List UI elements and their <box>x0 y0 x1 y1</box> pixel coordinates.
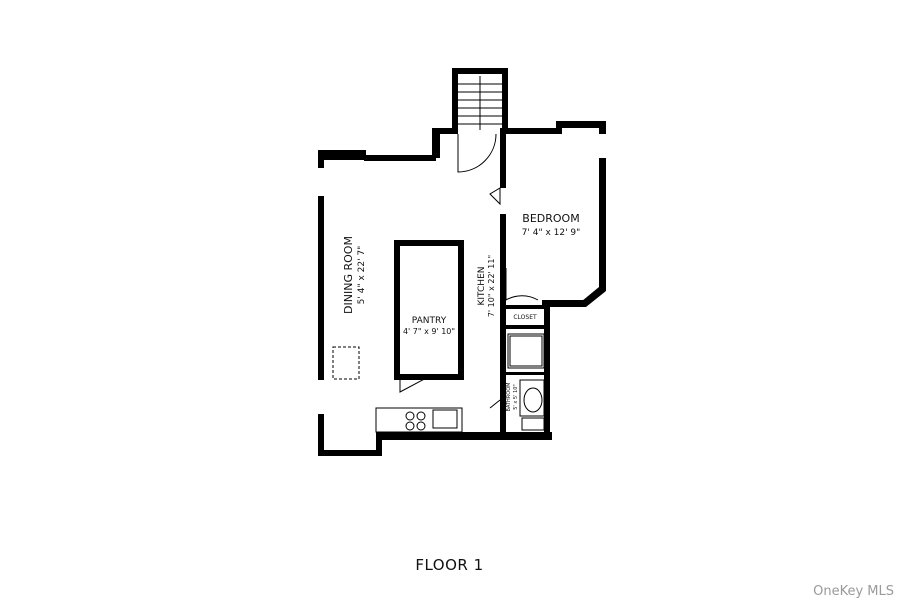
kitchen-size: 7' 10" x 22' 11" <box>487 255 496 317</box>
closet-name: CLOSET <box>513 314 537 321</box>
stairs <box>458 76 502 130</box>
bedroom-name: BEDROOM <box>522 212 579 225</box>
doors <box>399 133 539 409</box>
bathroom-size: 5' x 5' 10" <box>513 384 519 410</box>
bathroom-name: BATHROOM <box>506 383 512 412</box>
pantry-name: PANTRY <box>412 316 447 326</box>
pantry-size: 4' 7" x 9' 10" <box>403 327 455 336</box>
walls <box>318 68 606 456</box>
bedroom-size: 7' 4" x 12' 9" <box>522 228 581 238</box>
windows <box>318 134 606 414</box>
dining-room-size: 5' 4" x 22' 7" <box>357 246 367 305</box>
floor-label: FLOOR 1 <box>415 556 484 574</box>
dining-room-name: DINING ROOM <box>342 236 355 314</box>
watermark: OneKey MLS <box>813 584 894 599</box>
fixtures <box>332 333 545 433</box>
kitchen-name: KITCHEN <box>477 267 487 306</box>
